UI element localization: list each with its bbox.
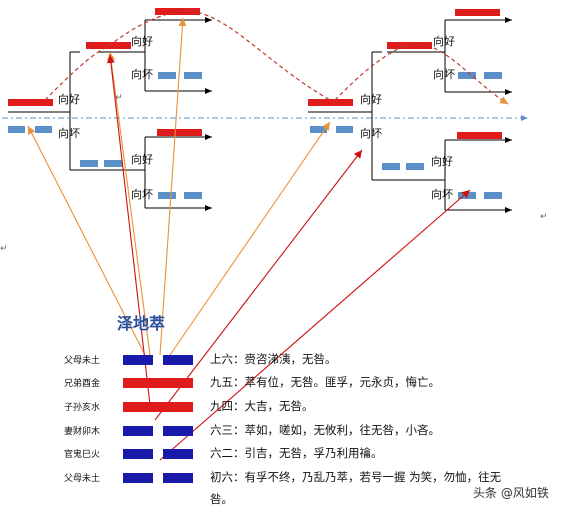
branch-label-bad: 向坏 — [131, 67, 153, 81]
orange-arrow — [107, 51, 151, 356]
line-text: 初六：有孚不终，乃乱乃萃，若号一握 为笑，勿恤，往无 — [210, 470, 502, 484]
line-text: 咎。 — [210, 492, 233, 506]
path-curve-left — [44, 10, 331, 101]
line-text: 上六：赍咨涕洟，无咎。 — [210, 352, 337, 366]
red-arrow — [106, 54, 151, 406]
branch-label-good: 向好 — [431, 154, 453, 168]
line-name: 官鬼巳火 — [64, 448, 100, 460]
branch-label-bad: 向坏 — [360, 126, 382, 140]
line-name: 妻财卯木 — [64, 425, 100, 437]
line-text: 九五：萃有位，无咎。匪孚，元永贞，悔亡。 — [210, 375, 440, 389]
branch-label-good: 向好 — [58, 92, 80, 106]
branch-label-good: 向好 — [433, 34, 455, 48]
line-text: 六三：萃如，嗟如，无攸利，往无咎，小吝。 — [210, 423, 440, 437]
line-name: 兄弟酉金 — [64, 377, 100, 389]
red-arrow — [154, 149, 363, 421]
paragraph-mark: ↵ — [115, 93, 123, 103]
line-name: 子孙亥水 — [64, 401, 100, 413]
left-decision-tree: 向好 向坏 向好 向坏 向好 向坏 — [8, 8, 212, 211]
branch-label-good: 向好 — [360, 92, 382, 106]
line-text: 六二：引吉，无咎，孚乃利用禴。 — [210, 446, 383, 460]
hexagram-title: 泽地萃 — [117, 314, 165, 333]
right-decision-tree: 向好 向坏 向好 向坏 向好 向坏 — [308, 9, 512, 213]
branch-label-bad: 向坏 — [431, 187, 453, 201]
red-arrow — [159, 189, 471, 461]
branch-label-good: 向好 — [131, 34, 153, 48]
root-yang-bar — [8, 99, 53, 106]
line-text: 九四：大吉，无咎。 — [210, 399, 314, 413]
orange-arrow — [27, 125, 146, 356]
watermark: 头条 @风如铁 — [473, 485, 549, 500]
paragraph-mark: ↵ — [540, 212, 548, 222]
line-name: 父母未土 — [64, 354, 100, 366]
hexagram-lines: 父母未土 上六：赍咨涕洟，无咎。 兄弟酉金 九五：萃有位，无咎。匪孚，元永贞，悔… — [64, 352, 502, 506]
branch-label-good: 向好 — [131, 152, 153, 166]
line-name: 父母未土 — [64, 472, 100, 484]
branch-label-bad: 向坏 — [58, 126, 80, 140]
orange-arrow — [169, 121, 331, 356]
orange-arrow — [159, 17, 187, 356]
path-curve-right — [334, 43, 509, 105]
paragraph-mark: ↵ — [0, 244, 8, 254]
branch-label-bad: 向坏 — [433, 67, 455, 81]
branch-label-bad: 向坏 — [131, 187, 153, 201]
